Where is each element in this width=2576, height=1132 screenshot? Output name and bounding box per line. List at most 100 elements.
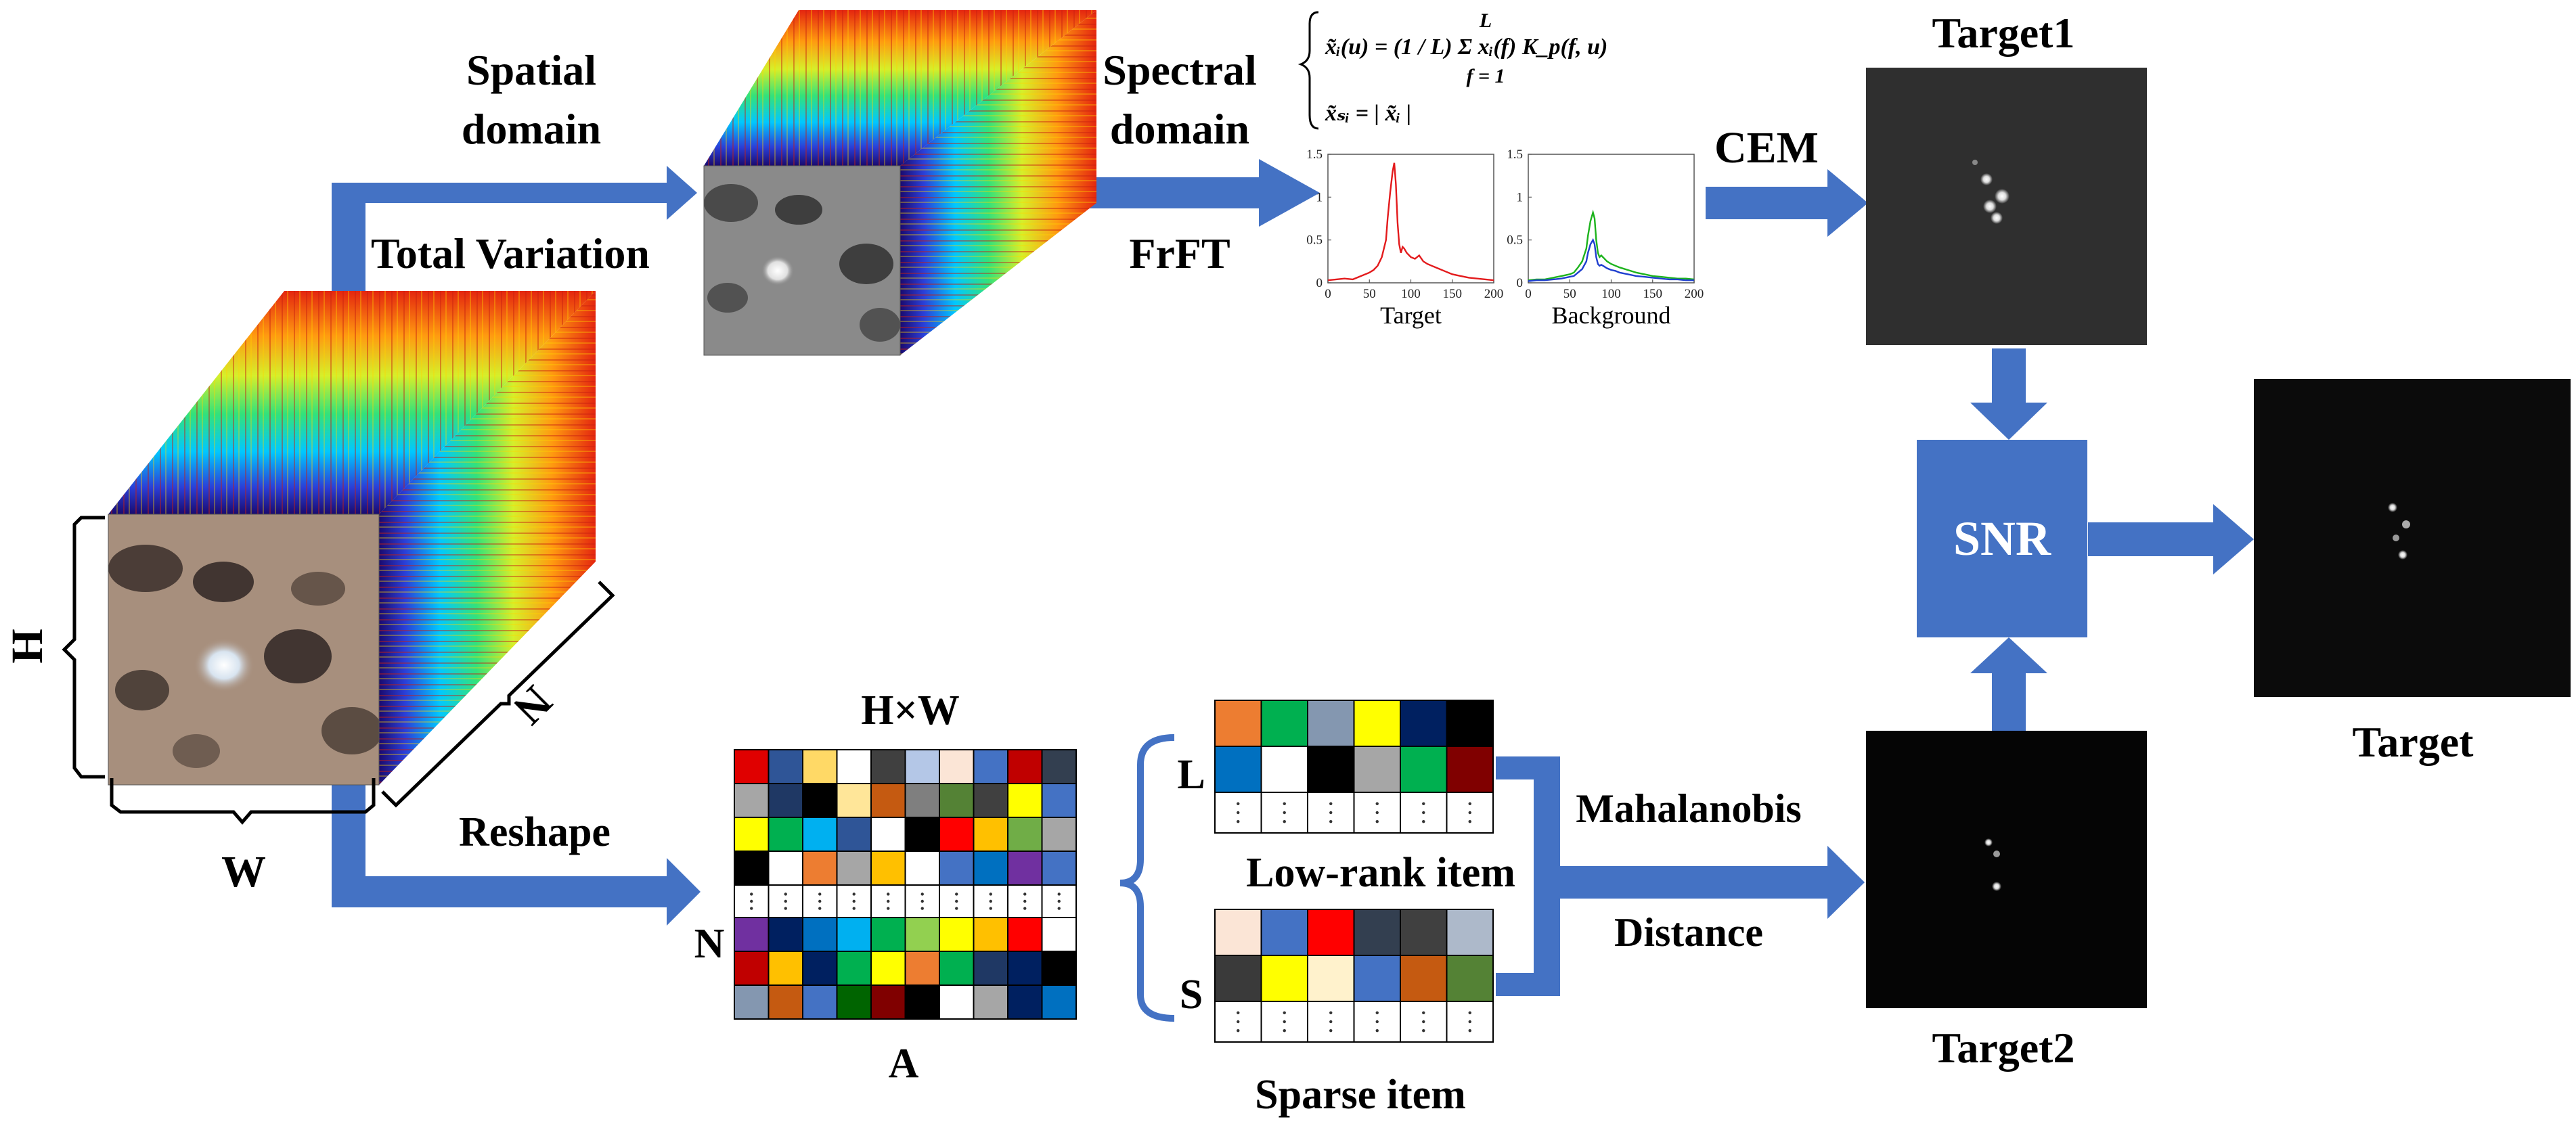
matrix-a-cell xyxy=(802,851,838,886)
x-tick-label: 50 xyxy=(1363,287,1376,301)
series-line xyxy=(1528,237,1694,282)
matrix-l-ellipsis-cell xyxy=(1446,792,1494,834)
y-tick-label: 1 xyxy=(1316,190,1323,204)
x-tick-label: 100 xyxy=(1401,287,1421,301)
matrix-l-ellipsis-dot xyxy=(1422,802,1425,806)
matrix-s-cell xyxy=(1446,909,1494,956)
w-brace xyxy=(110,778,376,825)
matrix-a-ellipsis-dot xyxy=(818,907,822,910)
matrix-a-cell xyxy=(768,749,803,784)
matrix-a-cell xyxy=(1007,817,1043,852)
matrix-a-cell xyxy=(1041,817,1077,852)
matrix-a-cell xyxy=(904,749,940,784)
label-target1: Target1 xyxy=(1932,9,2075,57)
matrix-l-ellipsis-dot xyxy=(1329,820,1333,823)
arrow-target1-snr xyxy=(1970,348,2047,440)
matrix-a-ellipsis-dot xyxy=(784,907,787,910)
matrix-a-cell xyxy=(1041,917,1077,952)
matrix-s-ellipsis-dot xyxy=(1468,1029,1471,1033)
matrix-a-ellipsis-dot xyxy=(784,899,787,903)
label-target2: Target2 xyxy=(1932,1024,2075,1072)
matrix-a-ellipsis-dot xyxy=(818,899,822,903)
final-target-image xyxy=(2254,379,2571,697)
matrix-l-ellipsis-dot xyxy=(1375,820,1379,823)
y-tick-label: 0.5 xyxy=(1306,233,1323,248)
target2-image xyxy=(1866,731,2147,1008)
x-tick-label: 150 xyxy=(1643,287,1663,301)
matrix-a-ellipsis-dot xyxy=(1023,892,1027,896)
matrix-s-ellipsis-dot xyxy=(1468,1011,1471,1015)
label-distance: Distance xyxy=(1614,910,1763,955)
matrix-a-cell xyxy=(836,817,872,852)
matrix-a-ellipsis-cell xyxy=(904,884,940,918)
matrix-a-cell xyxy=(904,783,940,818)
matrix-a-cell xyxy=(939,984,975,1020)
matrix-a-ellipsis-dot xyxy=(989,899,992,903)
matrix-a-cell xyxy=(904,951,940,986)
matrix-a-cell xyxy=(1007,783,1043,818)
rgb-image-face xyxy=(108,514,379,785)
matrix-a-ellipsis-dot xyxy=(989,892,992,896)
matrix-sparse xyxy=(1214,909,1494,1043)
matrix-s-ellipsis-dot xyxy=(1375,1029,1379,1033)
matrix-a-cell xyxy=(939,783,975,818)
label-a: A xyxy=(889,1041,919,1087)
matrix-a-cell xyxy=(734,917,770,952)
arrow-target2-snr xyxy=(1970,637,2047,731)
matrix-s-cell xyxy=(1214,955,1262,1002)
matrix-a-cell xyxy=(836,749,872,784)
matrix-a-cell xyxy=(973,917,1008,952)
label-l: L xyxy=(1177,752,1205,798)
matrix-l-cell xyxy=(1400,700,1448,747)
matrix-a-cell xyxy=(836,783,872,818)
target1-image xyxy=(1866,68,2147,345)
matrix-s-ellipsis-dot xyxy=(1329,1020,1333,1024)
matrix-l-ellipsis-dot xyxy=(1329,802,1333,806)
matrix-a-cell xyxy=(802,951,838,986)
label-cem: CEM xyxy=(1714,123,1819,173)
matrix-s-ellipsis-dot xyxy=(1329,1029,1333,1033)
matrix-a-cell xyxy=(802,817,838,852)
matrix-a-ellipsis-dot xyxy=(784,892,787,896)
y-tick-label: 0 xyxy=(1517,276,1524,290)
matrix-a-cell xyxy=(1007,749,1043,784)
matrix-l-cell xyxy=(1446,700,1494,747)
matrix-s-ellipsis-dot xyxy=(1237,1029,1240,1033)
matrix-l-ellipsis-dot xyxy=(1375,811,1379,815)
matrix-a-cell xyxy=(939,917,975,952)
matrix-a-ellipsis-dot xyxy=(989,907,992,910)
matrix-a-cell xyxy=(1041,851,1077,886)
matrix-a-cell xyxy=(939,749,975,784)
y-tick-label: 1.5 xyxy=(1507,148,1523,162)
matrix-a-cell xyxy=(973,749,1008,784)
matrix-a-ellipsis-dot xyxy=(1023,907,1027,910)
matrix-a-ellipsis-dot xyxy=(1057,899,1061,903)
x-tick-label: 50 xyxy=(1563,287,1576,301)
matrix-a-cell xyxy=(939,851,975,886)
matrix-a-cell xyxy=(939,951,975,986)
arrows xyxy=(332,159,2254,996)
decomposition-brace xyxy=(1119,734,1175,1022)
h-brace xyxy=(62,516,105,779)
formula-line1: x̃ᵢ(u) = (1 / L) Σ xᵢ(f) K_p(f, u) xyxy=(1325,35,1607,60)
matrix-a-cell xyxy=(1007,984,1043,1020)
label-w: W xyxy=(221,847,266,897)
y-tick-label: 0.5 xyxy=(1507,233,1523,248)
matrix-a-cell xyxy=(870,851,906,886)
label-n-matrix: N xyxy=(694,921,725,967)
matrix-l-cell xyxy=(1260,700,1308,747)
matrix-l-ellipsis-dot xyxy=(1468,811,1471,815)
matrix-s-cell xyxy=(1400,909,1448,956)
matrix-a-cell xyxy=(1007,917,1043,952)
matrix-l-ellipsis-dot xyxy=(1283,820,1286,823)
matrix-a-cell xyxy=(734,817,770,852)
x-tick-label: 200 xyxy=(1484,287,1504,301)
matrix-a-cell xyxy=(734,749,770,784)
y-tick-label: 1.5 xyxy=(1306,148,1323,162)
matrix-s-ellipsis-dot xyxy=(1422,1020,1425,1024)
arrow-snr-target xyxy=(2088,504,2254,574)
matrix-s-ellipsis-dot xyxy=(1237,1020,1240,1024)
matrix-a-cell xyxy=(870,817,906,852)
matrix-a-ellipsis-dot xyxy=(852,907,856,910)
